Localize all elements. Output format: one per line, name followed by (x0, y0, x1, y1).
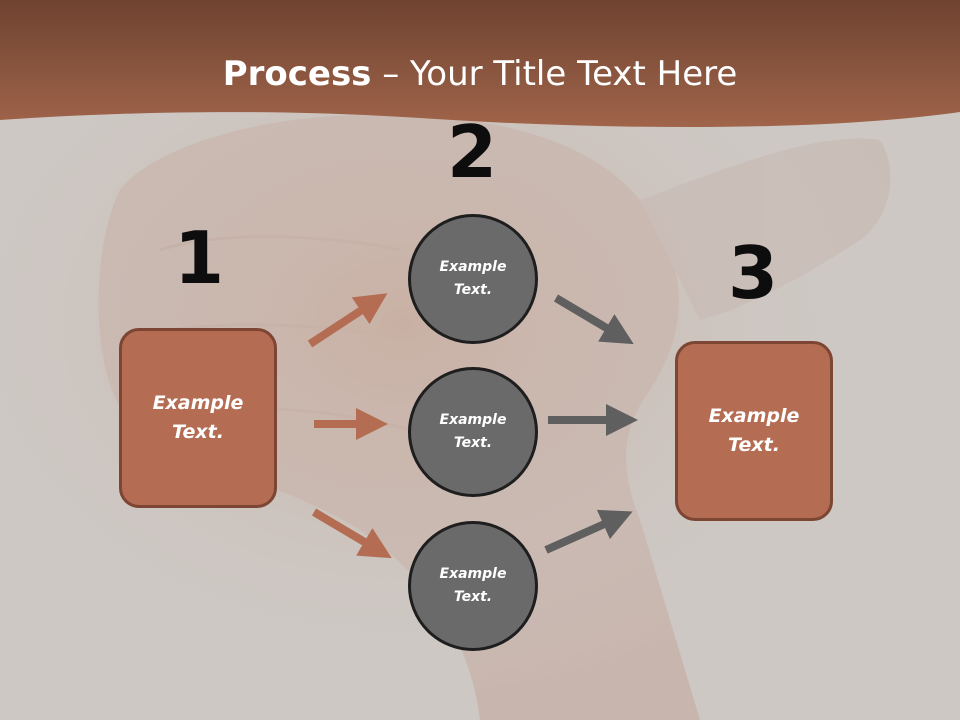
circle-node-3: Example Text. (408, 521, 538, 651)
arrow-to-circle-3 (311, 508, 392, 559)
slide-title: Process – Your Title Text Here (0, 52, 960, 96)
arrow-from-circle-3 (544, 509, 633, 554)
circle-node-2: Example Text. (408, 367, 538, 497)
circle-3-line-1: Example (439, 566, 507, 582)
right-text-box: Example Text. (675, 341, 833, 521)
circle-1-line-1: Example (439, 259, 507, 275)
circle-1-line-2: Text. (453, 282, 493, 298)
arrow-to-circle-1 (307, 293, 388, 348)
step-number-3: 3 (727, 231, 779, 315)
circle-3-line-2: Text. (453, 589, 493, 605)
left-box-line-1: Example (152, 392, 244, 414)
circle-2-line-2: Text. (453, 435, 493, 451)
right-box-line-1: Example (708, 405, 800, 427)
left-text-box: Example Text. (119, 328, 277, 508)
circle-2-line-1: Example (439, 412, 507, 428)
step-number-2: 2 (446, 110, 498, 194)
right-box-line-2: Text. (728, 434, 780, 456)
title-bold: Process (222, 54, 372, 94)
circle-node-1: Example Text. (408, 214, 538, 344)
left-box-line-2: Text. (172, 421, 224, 443)
arrow-from-circle-1 (553, 294, 634, 345)
step-number-1: 1 (173, 216, 225, 300)
title-rest: – Your Title Text Here (371, 54, 738, 94)
header-band (0, 0, 960, 128)
